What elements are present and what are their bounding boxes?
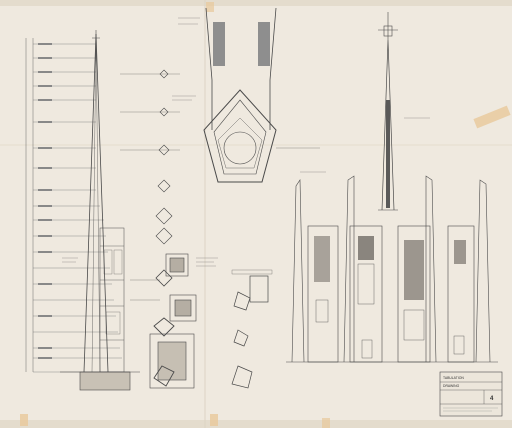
spire-elevation-left (25, 30, 140, 391)
annotation-scribbles (62, 17, 430, 267)
paper-bottom-edge (0, 420, 512, 428)
sheet-number: 4 (490, 396, 494, 402)
level-markers (38, 43, 52, 359)
paper-top-edge (0, 0, 512, 6)
section-details-column (120, 69, 197, 389)
title-block-line1: TABULATION (443, 376, 464, 380)
title-block-line2: DRAWING (443, 384, 460, 388)
tower-elevations-right (286, 175, 498, 363)
tape-pieces (20, 2, 511, 428)
spire-elevation-right (378, 12, 398, 211)
spire-section-plan-center (203, 7, 320, 183)
small-plan-details (231, 269, 273, 389)
title-block: TABULATION DRAWING 4 (439, 371, 503, 417)
